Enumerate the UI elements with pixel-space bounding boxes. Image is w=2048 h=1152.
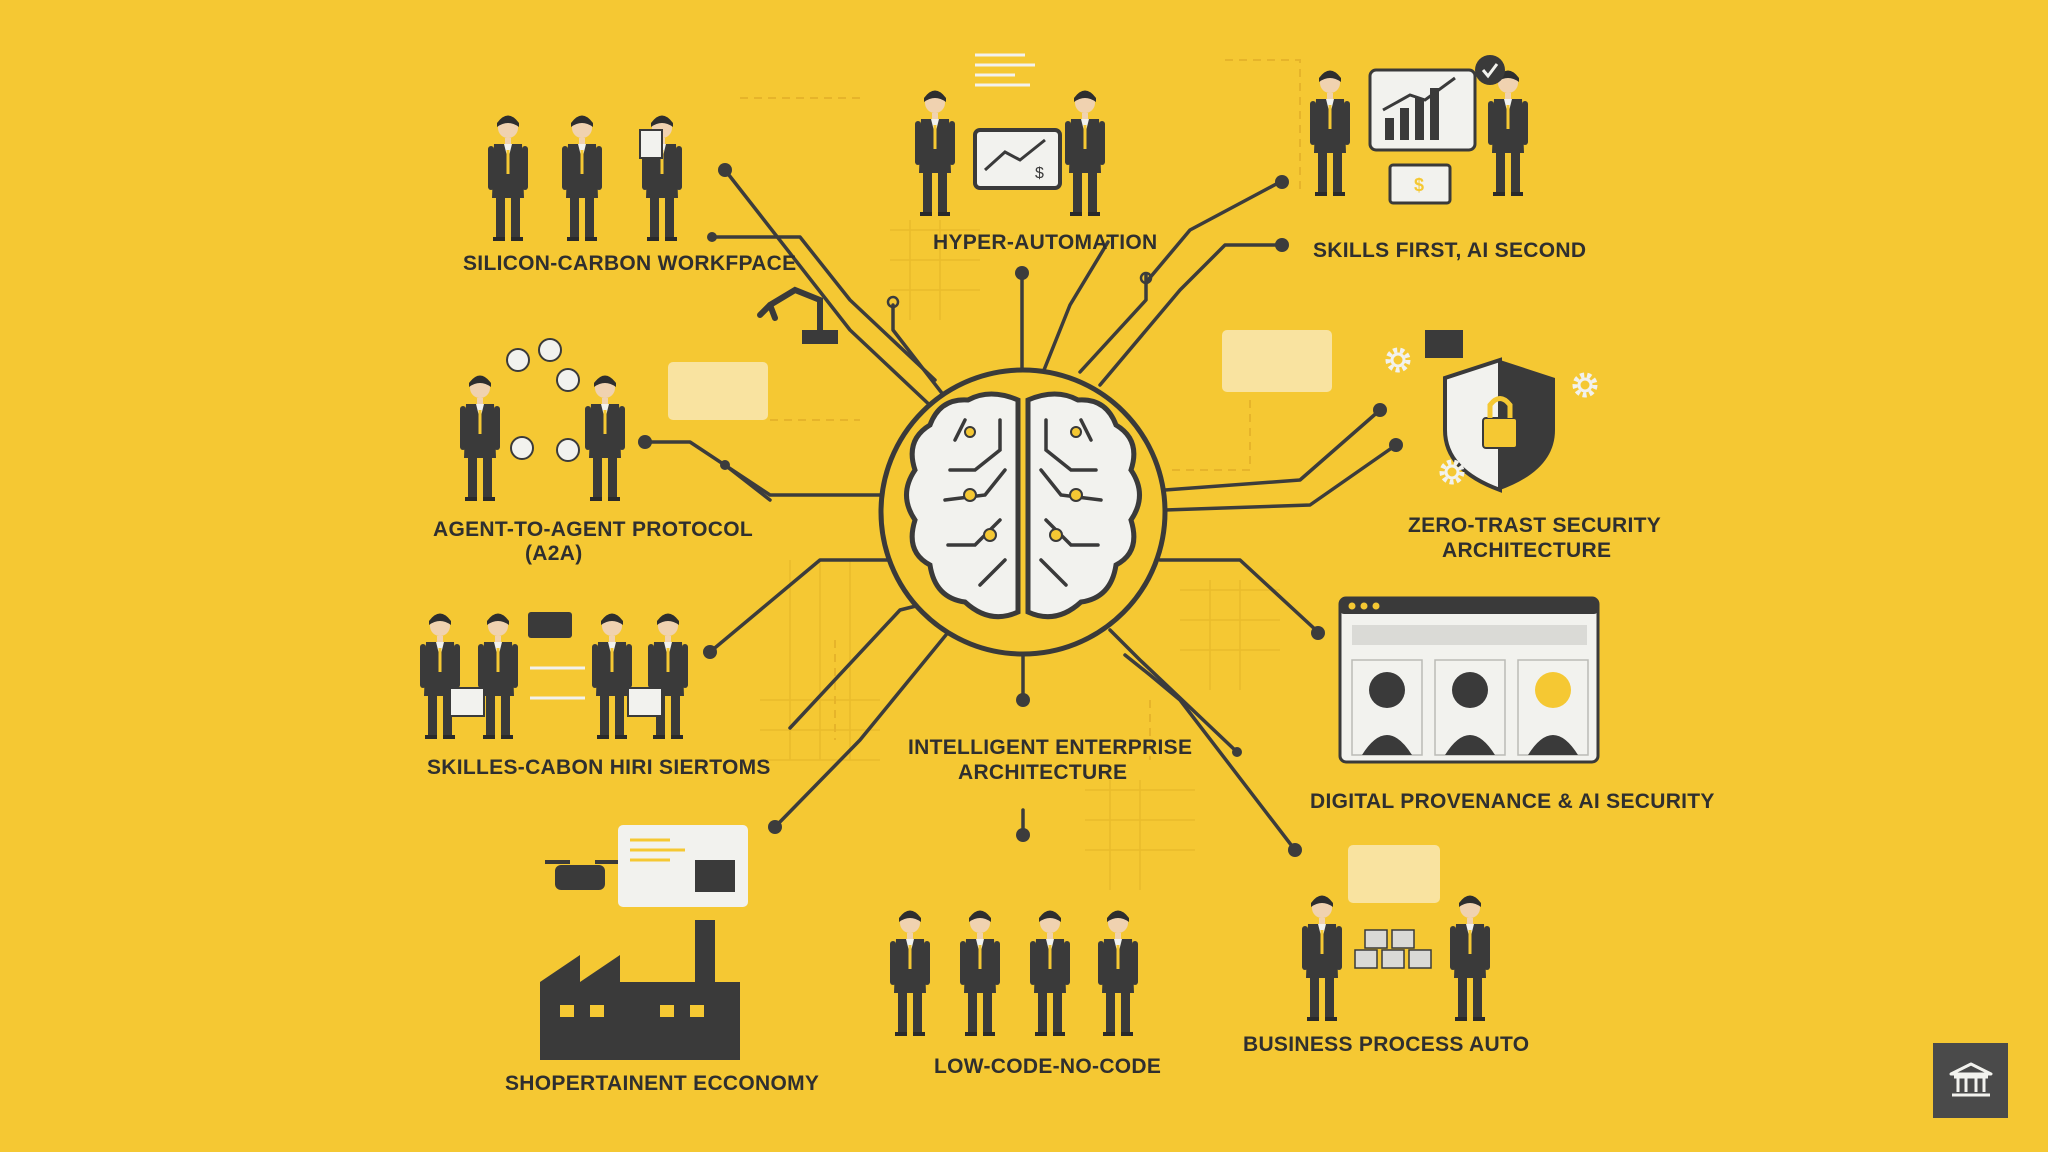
label-intelligent-enterprise-subtitle: ARCHITECTURE: [958, 761, 1128, 784]
label-a2a-subtitle: (A2A): [525, 542, 583, 565]
team-hyper-automation-illustration: $: [915, 53, 1105, 216]
shield-lock-icon: [1222, 330, 1595, 493]
circuit-lines: [643, 168, 1398, 852]
label-intelligent-enterprise-title: INTELLIGENT ENTERPRISE: [908, 736, 1193, 759]
team-agent-to-agent-illustration: [460, 338, 768, 501]
label-shopertainment: SHOPERTAINENT ECCONOMY: [505, 1072, 820, 1095]
brain-circuit-icon: [878, 367, 1168, 657]
team-skills-hiring-illustration: [420, 612, 688, 739]
label-digital-provenance: DIGITAL PROVENANCE & AI SECURITY: [1310, 790, 1715, 813]
factory-drone-illustration: [540, 825, 748, 1060]
tablet-dollar-text: $: [1035, 165, 1044, 182]
museum-icon: [1949, 1062, 1992, 1096]
label-a2a-title: AGENT-TO-AGENT PROTOCOL: [433, 518, 753, 541]
dashed-connectors: [740, 59, 1301, 760]
checkmark-icon: [1475, 55, 1505, 85]
label-skills-hiring: SKILLES-CABON HIRI SIERTOMS: [427, 756, 771, 779]
label-zero-trust-title: ZERO-TRAST SECURITY: [1408, 514, 1662, 537]
label-zero-trust-subtitle: ARCHITECTURE: [1442, 539, 1612, 562]
team-business-process-illustration: [1302, 845, 1490, 1021]
label-hyper-automation: HYPER-AUTOMATION: [933, 231, 1158, 254]
label-business-process: BUSINESS PROCESS AUTO: [1243, 1033, 1530, 1056]
background-grid: [760, 220, 1280, 890]
browser-window-illustration: [1338, 596, 1600, 764]
circuit-nodes: [638, 163, 1403, 857]
label-silicon-carbon-workplace: SILICON-CARBON WORKFPACE: [463, 252, 797, 275]
team-skills-first-illustration: $: [1310, 55, 1528, 205]
team-low-code-illustration: [890, 910, 1138, 1036]
robot-arm-icon: [757, 286, 838, 344]
team-silicon-carbon-illustration: [488, 115, 682, 241]
laptop-dollar-text: $: [1414, 175, 1424, 195]
label-low-code: LOW-CODE-NO-CODE: [934, 1055, 1162, 1078]
museum-button[interactable]: [1933, 1043, 2008, 1118]
label-skills-first: SKILLS FIRST, AI SECOND: [1313, 239, 1587, 262]
